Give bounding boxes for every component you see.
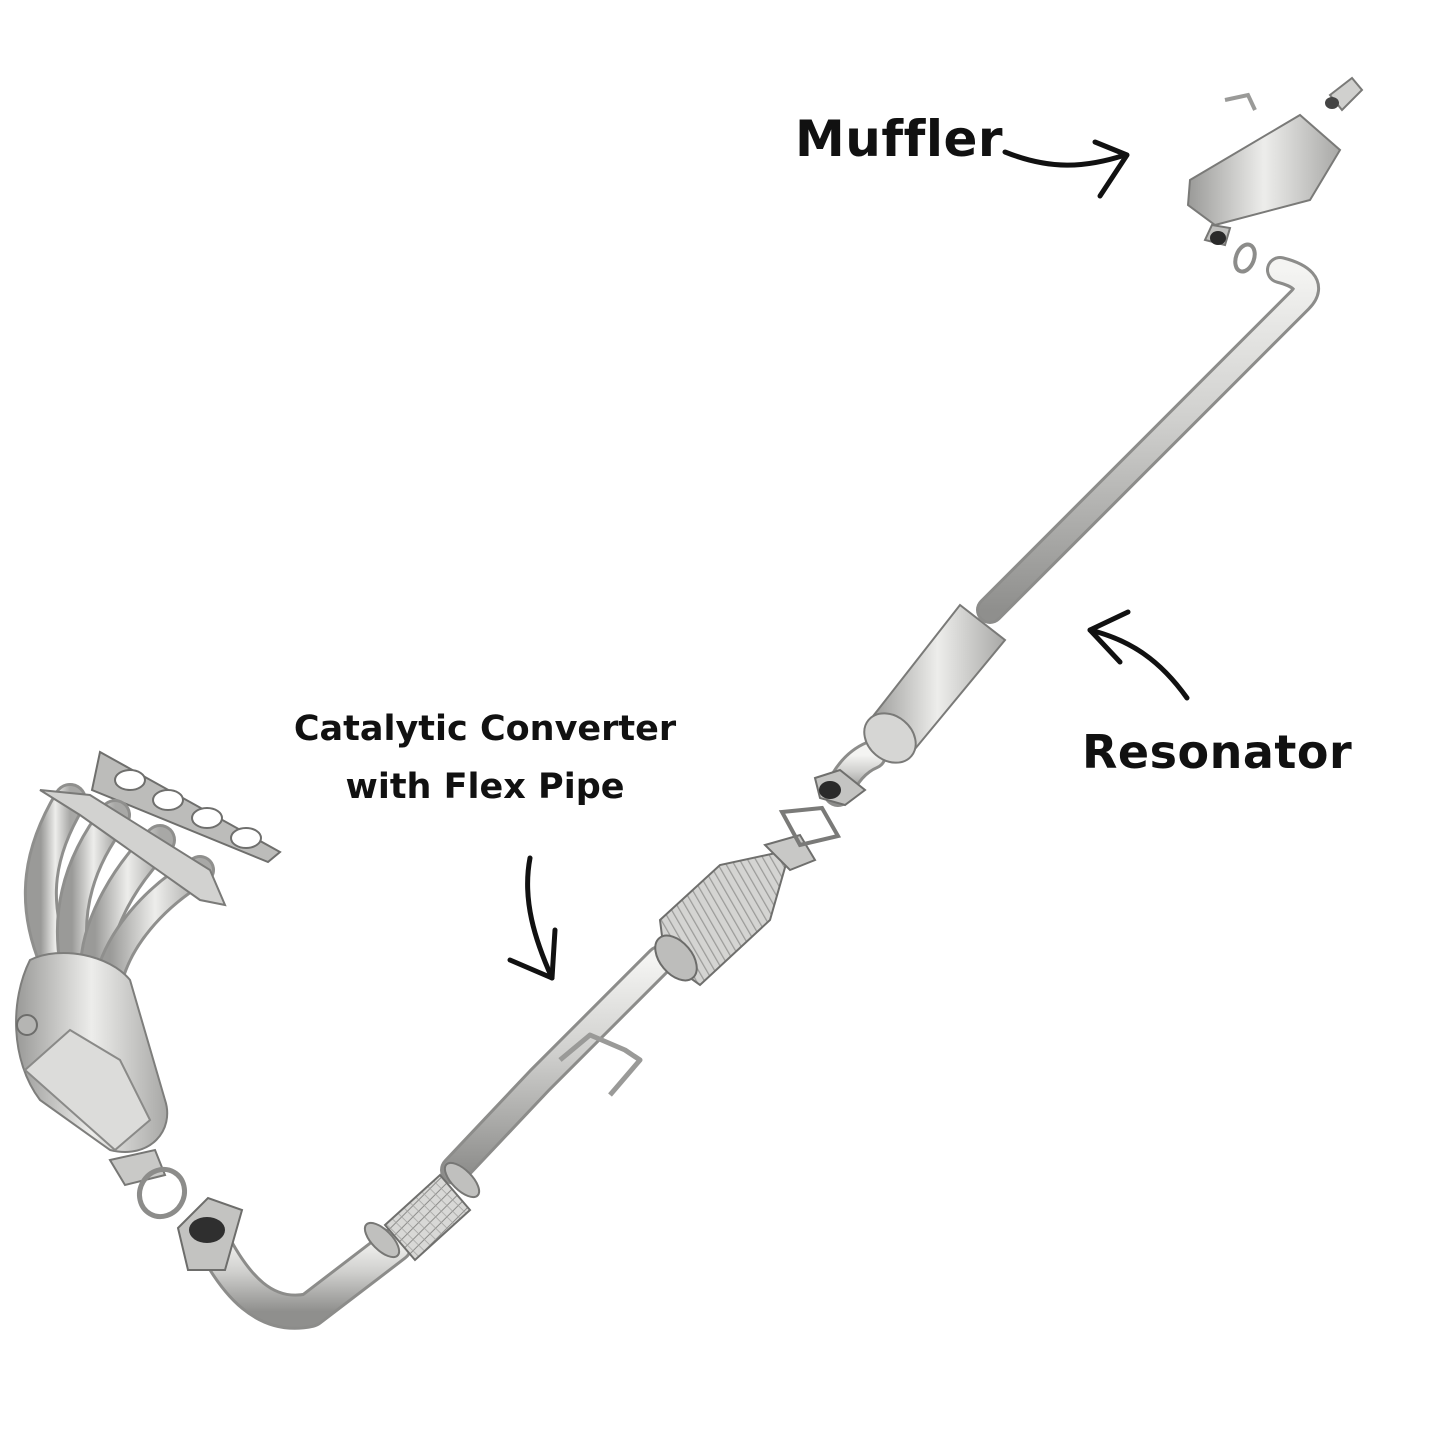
resonator <box>813 603 1007 807</box>
catalytic-converter-label-line2: with Flex Pipe <box>345 767 625 807</box>
muffler-label: Muffler <box>795 110 1004 168</box>
catalytic-converter-label: Catalytic Converter with Flex Pipe <box>240 700 730 816</box>
front-pipe <box>194 945 675 1330</box>
exhaust-manifold-gasket <box>90 750 282 864</box>
catalytic-converter-arrow <box>507 855 558 981</box>
hanger-bracket <box>558 1032 643 1097</box>
flange-gasket <box>778 805 842 848</box>
tail-pipe-ring-gasket <box>1233 242 1257 274</box>
resonator-label: Resonator <box>1082 725 1353 779</box>
flex-pipe <box>363 1161 481 1262</box>
flange-ring-gasket <box>136 1166 188 1220</box>
muffler <box>1186 76 1364 247</box>
catalytic-converter-label-line1: Catalytic Converter <box>293 709 677 749</box>
resonator-arrow <box>1087 609 1190 701</box>
exhaust-manifold-header <box>23 783 227 990</box>
muffler-arrow <box>1002 139 1130 199</box>
tail-pipe <box>976 256 1320 624</box>
catalytic-converter <box>654 833 817 987</box>
manifold-catalytic-converter <box>15 952 169 1187</box>
front-pipe-flange <box>176 1196 244 1271</box>
